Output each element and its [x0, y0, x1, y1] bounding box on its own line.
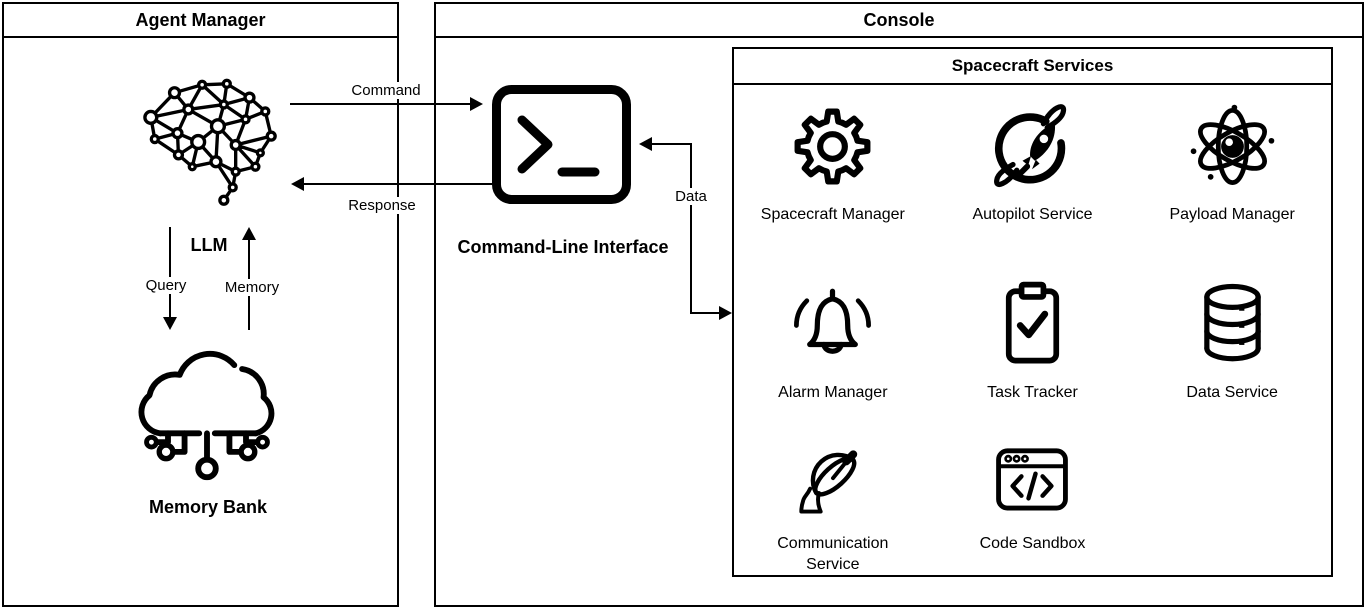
planet-rocket-icon	[994, 104, 1067, 188]
service-empty-cell	[1132, 435, 1332, 575]
data-arrowhead-cli	[639, 137, 652, 151]
command-arrowhead	[470, 97, 483, 111]
service-label: Code Sandbox	[979, 535, 1086, 552]
service-label: Data Service	[1186, 384, 1278, 401]
service-communication: Communication Service	[733, 435, 933, 575]
data-arrow-label: Data	[672, 188, 710, 205]
query-arrowhead	[163, 317, 177, 330]
data-arrowhead-services	[719, 306, 732, 320]
service-code-sandbox: Code Sandbox	[933, 435, 1133, 575]
cloud-computing-icon	[138, 350, 275, 481]
query-arrow-line	[169, 227, 171, 317]
memory-bank-label: Memory Bank	[148, 497, 268, 517]
clipboard-check-icon	[1005, 281, 1060, 364]
terminal-icon	[492, 85, 631, 204]
service-alarm-manager: Alarm Manager	[733, 263, 933, 435]
data-connector-top	[652, 143, 692, 145]
spacecraft-services-grid: Spacecraft Manager Autopilot Service	[733, 86, 1332, 575]
satellite-dish-icon	[799, 450, 858, 514]
command-arrow-label: Command	[348, 82, 424, 99]
service-spacecraft-manager: Spacecraft Manager	[733, 86, 933, 263]
service-label: Autopilot Service	[972, 206, 1093, 223]
service-label: Task Tracker	[987, 384, 1078, 401]
agent-manager-box: Agent Manager	[2, 2, 399, 607]
response-arrow-line	[304, 183, 492, 185]
service-label: Spacecraft Manager	[760, 206, 905, 223]
console-title: Console	[436, 4, 1362, 38]
brain-network-icon	[143, 78, 277, 206]
spacecraft-services-title: Spacecraft Services	[734, 49, 1331, 85]
service-label: Payload Manager	[1169, 206, 1295, 223]
data-connector-vertical	[690, 143, 692, 314]
bell-icon	[794, 288, 872, 354]
memory-arrow-label: Memory	[221, 279, 283, 296]
service-label: Alarm Manager	[778, 384, 888, 401]
atom-icon	[1190, 104, 1274, 185]
service-payload-manager: Payload Manager	[1132, 86, 1332, 263]
query-arrow-label: Query	[142, 277, 190, 294]
agent-manager-title: Agent Manager	[4, 4, 397, 38]
service-label: Communication Service	[777, 535, 889, 573]
data-connector-bottom	[690, 312, 719, 314]
database-icon	[1203, 283, 1261, 362]
service-autopilot: Autopilot Service	[933, 86, 1133, 263]
service-data-service: Data Service	[1132, 263, 1332, 435]
response-arrow-label: Response	[345, 197, 419, 214]
command-arrow-line	[290, 103, 470, 105]
llm-label: LLM	[190, 235, 228, 255]
memory-arrowhead	[242, 227, 256, 240]
service-task-tracker: Task Tracker	[933, 263, 1133, 435]
cli-label: Command-Line Interface	[457, 237, 669, 257]
response-arrowhead	[291, 177, 304, 191]
gear-icon	[794, 108, 871, 185]
code-window-icon	[996, 448, 1069, 511]
